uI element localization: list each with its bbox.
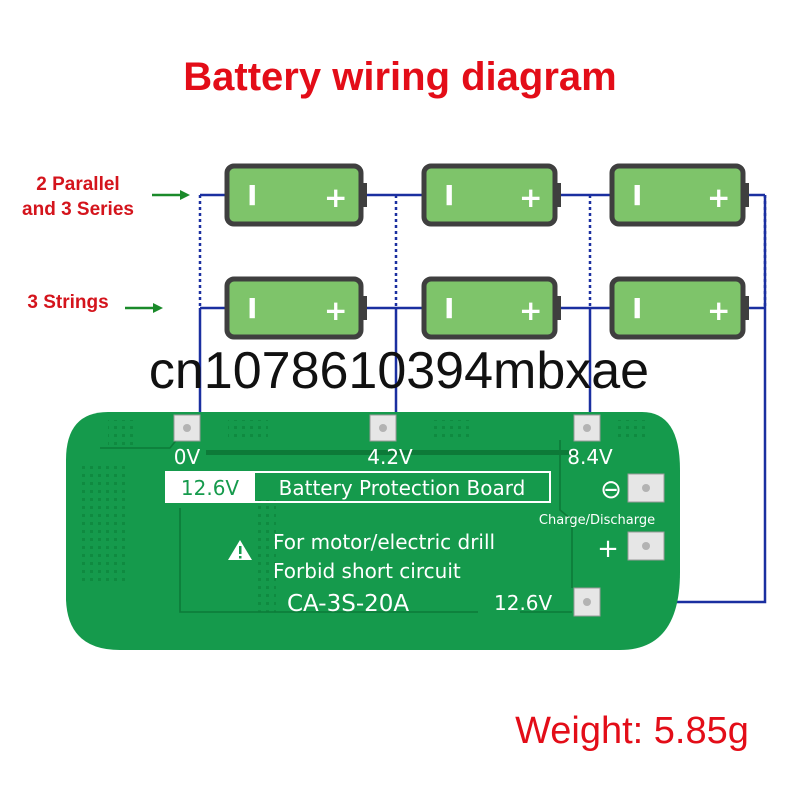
battery-positive-mark: + — [324, 294, 347, 327]
battery-positive-mark: + — [519, 181, 542, 214]
battery-cell: I + — [421, 276, 561, 340]
battery-negative-mark: I — [632, 179, 642, 212]
pad-8v4-label: 8.4V — [567, 445, 613, 469]
battery-negative-mark: I — [444, 292, 454, 325]
pad-positive — [627, 531, 665, 561]
arrow-row1-icon — [152, 190, 190, 200]
battery-negative-mark: I — [247, 292, 257, 325]
board-dot-pattern — [108, 420, 138, 448]
watermark: cn1078610394mbxae — [149, 342, 649, 400]
protection-board: 0V 4.2V 8.4V 12.6V Battery Protection Bo… — [66, 412, 680, 650]
pad-0v-label: 0V — [174, 445, 201, 469]
parallel-series-label-line1: 2 Parallel — [36, 174, 119, 195]
board-dot-pattern — [256, 500, 276, 612]
board-name-box — [253, 471, 551, 503]
battery-negative-mark: I — [247, 179, 257, 212]
battery-positive-mark: + — [519, 294, 542, 327]
board-dot-pattern — [616, 420, 646, 442]
voltage-box-label: 12.6V — [181, 476, 240, 500]
battery-cell: I + — [421, 163, 561, 227]
weight-label: Weight: 5.85g — [515, 710, 749, 752]
pad-4v2-label: 4.2V — [367, 445, 413, 469]
parallel-series-label-line2: and 3 Series — [22, 199, 134, 220]
plus-sign-icon: + — [597, 534, 619, 564]
pad-output — [573, 587, 601, 617]
battery-positive-mark: + — [324, 181, 347, 214]
warning-line2: Forbid short circuit — [273, 559, 461, 583]
board-name: Battery Protection Board — [279, 476, 526, 500]
board-dot-pattern — [78, 462, 126, 582]
battery-positive-mark: + — [707, 294, 730, 327]
battery-cell: I + — [609, 163, 749, 227]
arrow-row2-icon — [125, 303, 163, 313]
pad-negative — [627, 473, 665, 503]
strings-label: 3 Strings — [27, 292, 108, 313]
warning-line1: For motor/electric drill — [273, 530, 495, 554]
board-dot-pattern — [430, 420, 470, 442]
board-model: CA-3S-20A — [287, 591, 409, 617]
parallel-links — [198, 195, 767, 308]
minus-sign-icon: ⊖ — [600, 475, 622, 505]
battery-cell: I + — [224, 163, 367, 227]
board-dot-pattern — [228, 420, 268, 442]
battery-cell: I + — [224, 276, 367, 340]
battery-cell: I + — [609, 276, 749, 340]
pad-8v4 — [573, 414, 601, 442]
pad-0v — [173, 414, 201, 442]
battery-positive-mark: + — [707, 181, 730, 214]
charge-discharge-label: Charge/Discharge — [539, 513, 655, 528]
warning-icon — [228, 540, 252, 560]
battery-negative-mark: I — [632, 292, 642, 325]
output-voltage-label: 12.6V — [494, 591, 553, 615]
battery-negative-mark: I — [444, 179, 454, 212]
pad-4v2 — [369, 414, 397, 442]
diagram-title: Battery wiring diagram — [183, 55, 616, 99]
